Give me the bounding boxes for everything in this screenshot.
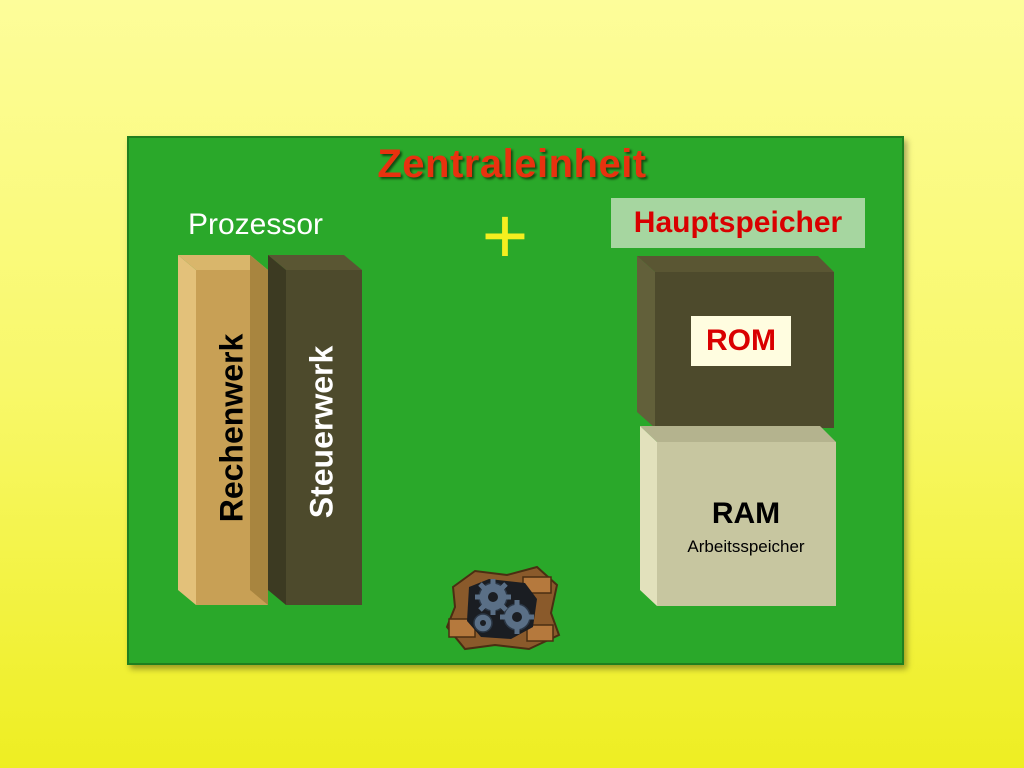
rechenwerk-label: Rechenwerk	[213, 333, 250, 523]
plus-sign: +	[481, 191, 529, 280]
main-memory-label: Hauptspeicher	[611, 198, 865, 248]
ram-sublabel: Arbeitsspeicher	[687, 537, 805, 556]
rechenwerk-block	[178, 255, 268, 605]
diagram-title: Zentraleinheit	[377, 142, 647, 186]
ram-label: RAM	[711, 497, 781, 530]
gears-icon	[445, 565, 561, 651]
processor-label: Prozessor	[188, 208, 324, 241]
steuerwerk-label: Steuerwerk	[303, 345, 340, 519]
ram-block	[640, 426, 836, 606]
rom-label: ROM	[691, 316, 791, 366]
steuerwerk-block	[268, 255, 362, 605]
